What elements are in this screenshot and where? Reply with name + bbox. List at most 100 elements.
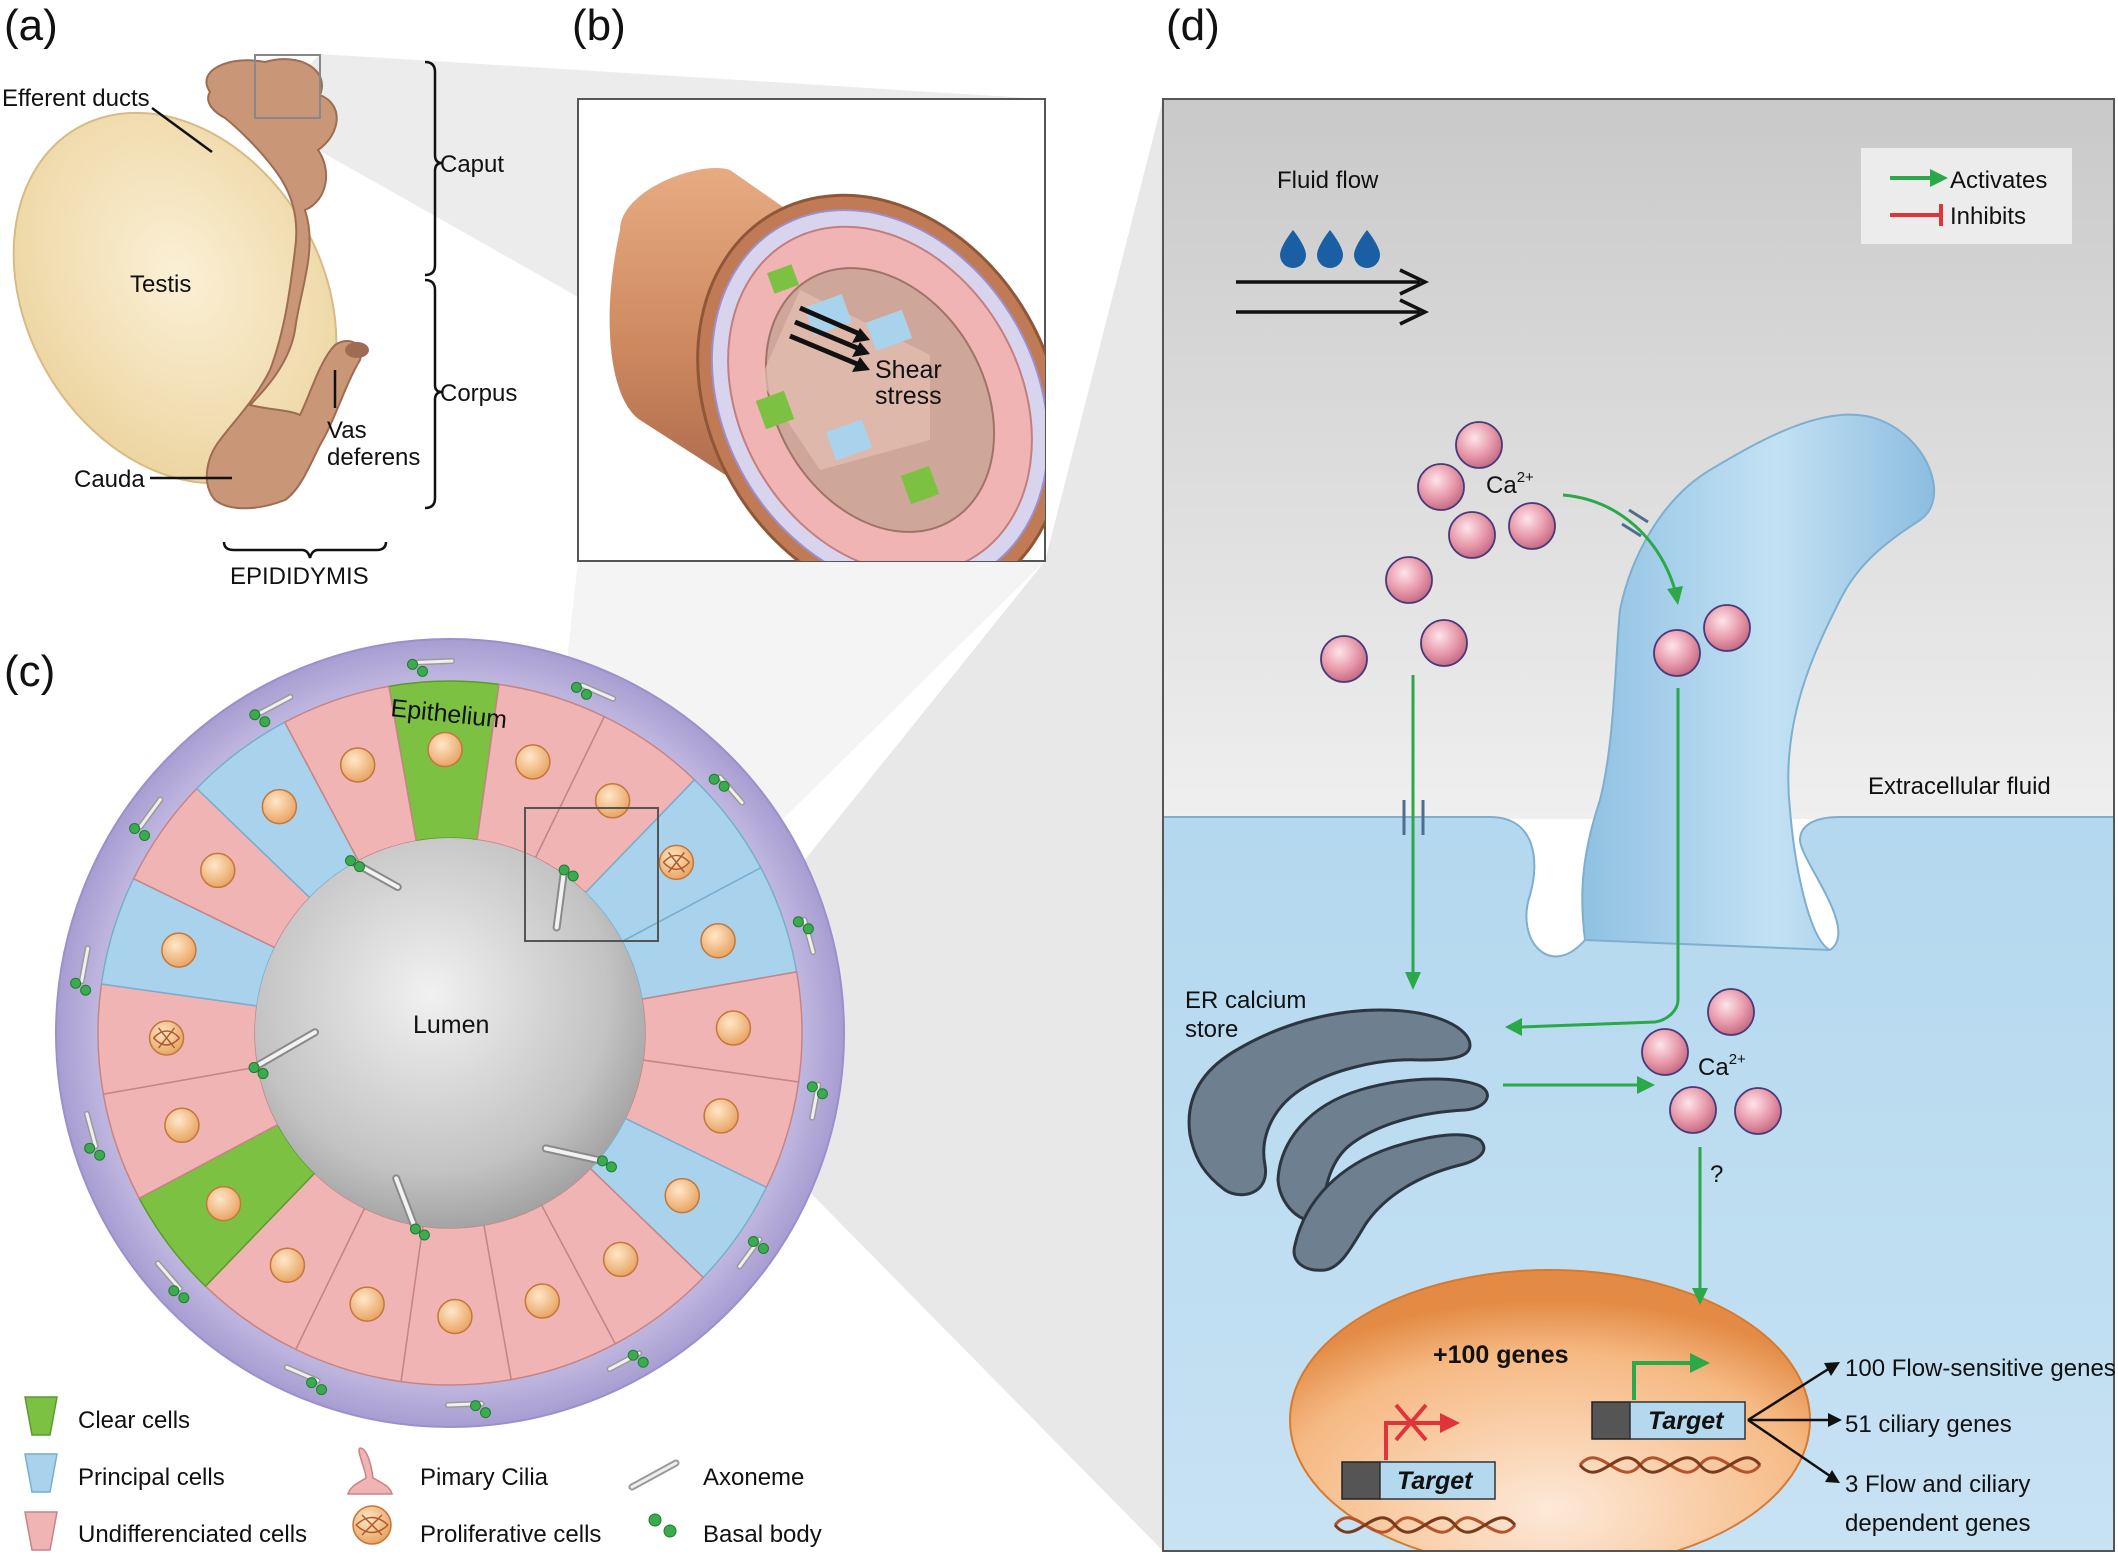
basal-body (80, 984, 92, 996)
axoneme-highlight (139, 798, 162, 829)
flow-arrowhead (1399, 268, 1430, 296)
corpus-bracket (424, 278, 443, 510)
promoter-box (1591, 1401, 1631, 1440)
cell-nucleus (700, 922, 736, 959)
zoom-box-c (524, 807, 659, 942)
basal-body (94, 1149, 106, 1161)
green-tss-arrowhead (1690, 1353, 1710, 1373)
arrow-into-cilium (1562, 493, 1677, 591)
shear-arrowhead (852, 328, 870, 343)
dna-helix (1333, 1516, 1517, 1534)
epididymis-shape (205, 58, 362, 510)
cilium-channel (1628, 508, 1649, 524)
cell-nucleus (161, 932, 197, 968)
spindle-icon (355, 1514, 389, 1536)
calcium-ion (1508, 502, 1556, 550)
basal-body (816, 1088, 828, 1100)
label-extracellular-fluid: Extracellular fluid (1868, 773, 2051, 800)
cell-nucleus (703, 1098, 739, 1134)
panel-d-legend-box (1861, 148, 2072, 244)
droplet-icon (1317, 230, 1343, 268)
cell-nucleus (261, 788, 298, 825)
membrane-right (1798, 816, 2114, 951)
cell-nucleus (594, 783, 631, 819)
calcium-ion (1707, 988, 1755, 1036)
lumen-circle (255, 838, 645, 1228)
basal-body (558, 864, 570, 876)
legend-activates: Activates (1950, 167, 2047, 194)
panel-a-anatomy: Efferent ducts Testis Caput Corpus Vas d… (2, 54, 517, 590)
basal-body (747, 1235, 759, 1247)
cell-nucleus (437, 1298, 473, 1335)
arrowhead (1405, 972, 1421, 990)
calcium-ion (1320, 635, 1368, 683)
label-cauda: Cauda (74, 466, 145, 493)
basal-body (249, 709, 261, 721)
principal-cell-tile (826, 419, 872, 461)
legend-swatch-clear (24, 1396, 58, 1436)
droplet-icons (1280, 230, 1380, 268)
efferent-leader (151, 106, 213, 154)
basal-body (806, 1081, 818, 1093)
label-stress: stress (875, 382, 942, 410)
axoneme-highlight (554, 867, 567, 930)
red-cross-icon (1394, 1403, 1428, 1442)
basal-body (84, 1142, 96, 1154)
cell-nucleus (200, 852, 236, 889)
basal-bodies-group (70, 658, 828, 1419)
axoneme-highlight (580, 683, 615, 701)
red-tss-arrowhead (1440, 1413, 1460, 1433)
arrowhead (1828, 1413, 1842, 1427)
label-plus-genes: +100 genes (1433, 1341, 1569, 1369)
basal-body (627, 1349, 639, 1361)
axoneme-highlight (85, 1112, 98, 1148)
droplet-icon (1354, 230, 1380, 268)
calcium-ion (1734, 1087, 1782, 1135)
label-er-line2: store (1185, 1016, 1238, 1043)
axoneme-highlight (259, 695, 292, 715)
vas-deferens-opening (345, 342, 369, 358)
label-ca-top: Ca2+ (1486, 469, 1534, 499)
label-ca-bottom: Ca2+ (1698, 1051, 1746, 1081)
basal-body (567, 870, 579, 882)
panel-label-b: (b) (572, 1, 626, 50)
calcium-ion (1703, 604, 1751, 652)
caput-bracket (424, 60, 443, 277)
axoneme-highlight (394, 1176, 418, 1231)
arrow-cilium-to-er (1519, 688, 1680, 1029)
legend-proliferative-cells: Proliferative cells (420, 1521, 601, 1548)
basal-body (637, 1356, 649, 1368)
cell-nucleus (269, 1247, 306, 1283)
calcium-ion (1669, 1086, 1717, 1134)
arrowhead (1824, 1362, 1840, 1376)
basal-body (792, 916, 804, 928)
dna-helix (1578, 1456, 1762, 1474)
basal-body (316, 1384, 328, 1396)
basal-body (718, 780, 730, 792)
axoneme-highlight (810, 1083, 820, 1120)
shear-arrow (799, 305, 863, 338)
shear-arrowhead (852, 357, 870, 372)
spindle-icon (662, 851, 690, 873)
legend-swatch-basal-body (663, 1524, 677, 1538)
arrowhead (1825, 1470, 1840, 1483)
axoneme-highlight (252, 1030, 318, 1070)
calcium-ion (1448, 511, 1496, 559)
epididymis-bracket (222, 541, 388, 559)
calcium-ion (1417, 463, 1465, 511)
cell-nucleus (427, 731, 463, 768)
basal-body (259, 716, 271, 728)
panel-label-c: (c) (4, 647, 55, 696)
basal-body (596, 1155, 608, 1167)
legend-undifferenciated-cells: Undifferenciated cells (78, 1521, 307, 1548)
basal-body (580, 688, 592, 700)
cell-nucleus (715, 1010, 752, 1046)
basal-body (409, 1223, 421, 1235)
axoneme-highlight (630, 1461, 678, 1489)
label-target-inhibited: Target (1397, 1467, 1474, 1495)
basal-body (605, 1161, 617, 1173)
primary-cilium-shape (1581, 413, 1936, 951)
label-question: ? (1710, 1161, 1723, 1188)
basal-body (802, 923, 814, 935)
